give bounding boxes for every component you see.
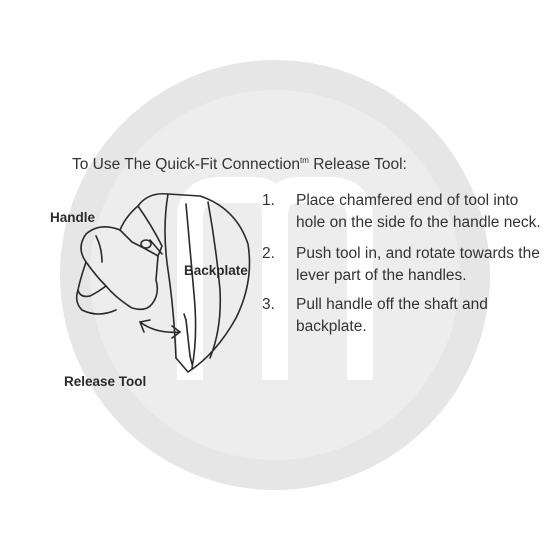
handle-lever <box>80 226 159 311</box>
step-2: 2. Push tool in, and rotate towards the … <box>262 243 542 286</box>
handle-label: Handle <box>50 210 96 225</box>
handle-lever-inner <box>77 261 107 298</box>
step-text: Pull handle off the shaft and backplate. <box>296 296 488 335</box>
backplate-groove-1 <box>185 203 197 369</box>
trademark-mark: tm <box>300 156 309 165</box>
backplate-edge <box>164 193 177 359</box>
title-suffix: Release Tool: <box>308 156 407 173</box>
step-number: 3. <box>262 296 275 313</box>
step-1: 1. Place chamfered end of tool into hole… <box>262 190 542 233</box>
step-3: 3. Pull handle off the shaft and backpla… <box>262 294 542 337</box>
instruction-steps: 1. Place chamfered end of tool into hole… <box>262 190 542 347</box>
title-text: To Use The Quick-Fit Connection <box>72 156 301 173</box>
handle-removal-diagram <box>75 192 251 373</box>
handle-neck <box>119 205 163 257</box>
backplate-label: Backplate <box>184 263 248 278</box>
step-number: 2. <box>262 245 275 262</box>
release-tool-line <box>185 319 191 357</box>
step-text: Place chamfered end of tool into hole on… <box>296 192 541 231</box>
release-tool-label: Release Tool <box>64 374 147 389</box>
instructions-title: To Use The Quick-Fit Connectiontm Releas… <box>72 156 407 174</box>
release-tool-arrow <box>189 355 193 365</box>
backplate-groove-2 <box>207 201 222 359</box>
backplate-outline <box>137 192 251 373</box>
shaft-hole <box>140 239 152 249</box>
step-number: 1. <box>262 192 275 209</box>
rotation-arrow <box>139 321 181 334</box>
step-text: Push tool in, and rotate towards the lev… <box>296 245 540 284</box>
